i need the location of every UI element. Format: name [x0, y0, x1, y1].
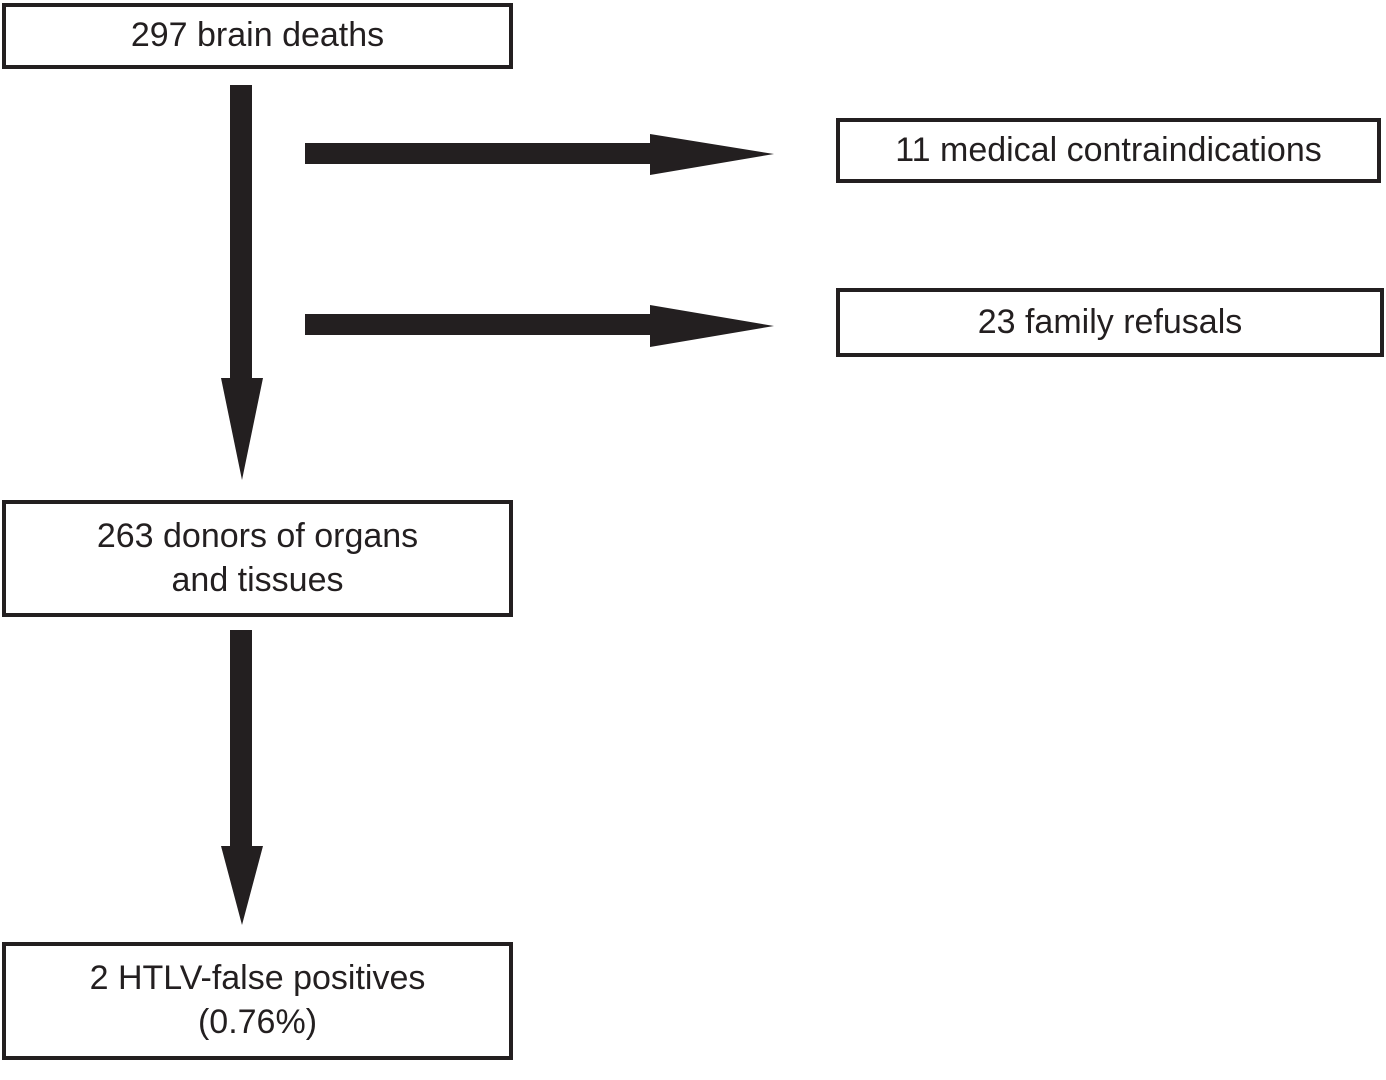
arrow-shaft — [305, 143, 652, 164]
arrow-head — [650, 134, 774, 175]
node-medical-contraindications: 11 medical contraindications — [836, 118, 1381, 183]
node-htlv-label-line2: (0.76%) — [197, 1003, 318, 1041]
arrow-right-to-family-refusals — [305, 305, 774, 347]
arrow-shaft — [230, 85, 252, 380]
node-medical-contraindications-label: 11 medical contraindications — [895, 130, 1322, 169]
arrow-head — [221, 846, 263, 925]
node-brain-deaths: 297 brain deaths — [2, 3, 513, 69]
node-donors-of-organs-and-tissues: 263 donors of organs and tissues — [2, 500, 513, 617]
node-htlv-false-positives: 2 HTLV-false positives (0.76%) — [2, 942, 513, 1060]
arrow-down-donors-to-htlv — [221, 630, 263, 925]
node-brain-deaths-label: 297 brain deaths — [130, 16, 385, 55]
arrow-down-brain-deaths-to-donors — [221, 85, 263, 480]
node-donors-label-line2: and tissues — [171, 560, 344, 599]
arrow-head — [650, 305, 774, 347]
node-donors-label-line1: 263 donors of organs — [96, 516, 419, 555]
node-family-refusals-label: 23 family refusals — [977, 302, 1243, 341]
node-family-refusals: 23 family refusals — [836, 288, 1384, 357]
arrow-right-to-medical-contraindications — [305, 134, 774, 175]
arrow-shaft — [305, 314, 652, 335]
node-htlv-label-line1: 2 HTLV-false positives — [89, 959, 426, 998]
arrow-head — [221, 378, 263, 480]
arrow-shaft — [230, 630, 252, 848]
